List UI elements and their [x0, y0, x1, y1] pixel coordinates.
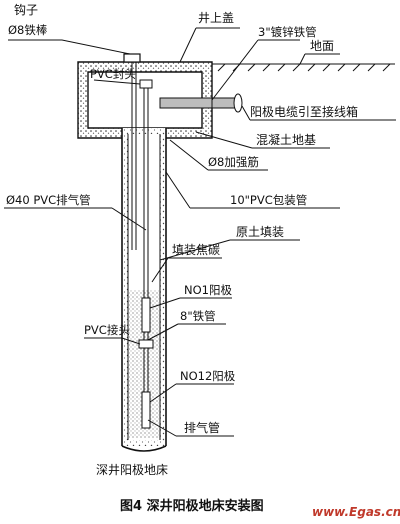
label-backfill-coke: 填装焦碳: [172, 243, 220, 257]
label-anode-no12: NO12阳极: [180, 369, 236, 383]
center-pipes: [131, 62, 154, 410]
label-backfill-native: 原土填装: [236, 225, 284, 239]
pvc-joint-block: [138, 339, 154, 349]
label-pvc-joint: PVC接头: [84, 323, 130, 337]
label-pvc-cap: PVC封头: [90, 67, 136, 81]
label-well-bed: 深井阳极地床: [96, 463, 168, 477]
leader-lines: [4, 27, 396, 437]
pvc-cap-block: [139, 79, 153, 89]
label-anode-no1: NO1阳极: [184, 283, 232, 297]
label-iron-rod: Ø8铁棒: [8, 23, 48, 37]
ground-line: [200, 63, 395, 72]
label-iron-pipe-8: 8"铁管: [180, 309, 216, 323]
figure-caption: 图4 深井阳极地床安装图: [120, 498, 264, 514]
galv-pipe: [159, 93, 243, 113]
watermark: www.Egas.cn: [312, 505, 400, 519]
label-galv-pipe: 3"镀锌铁管: [258, 25, 317, 39]
label-ground: 地面: [310, 39, 334, 53]
label-rebar: Ø8加强筋: [208, 155, 259, 169]
label-pvc-vent: Ø40 PVC排气管: [6, 193, 91, 207]
label-anode-cable: 阳极电缆引至接线箱: [250, 104, 358, 119]
well-head-box: [77, 53, 213, 139]
hook-block: [123, 53, 141, 63]
label-vent-pipe: 排气管: [184, 420, 220, 435]
label-concrete-base: 混凝土地基: [256, 132, 316, 147]
anodes: [141, 297, 151, 429]
label-pvc-casing: 10"PVC包装管: [230, 193, 307, 207]
label-hook: 钩子: [14, 3, 38, 17]
label-well-cover: 井上盖: [198, 11, 234, 25]
